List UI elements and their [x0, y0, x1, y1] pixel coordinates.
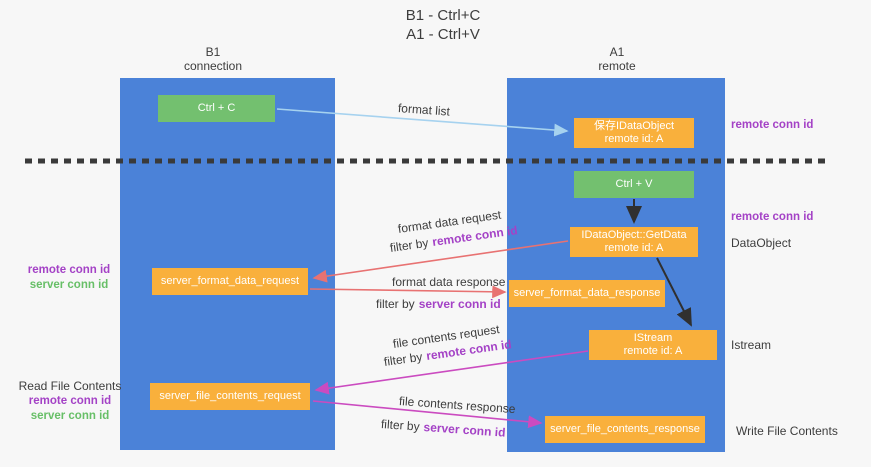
filter-by-text: filter by	[376, 297, 415, 311]
title-line-2: A1 - Ctrl+V	[406, 26, 480, 43]
read-file-contents-annotation: Read File Contents	[18, 379, 122, 393]
node-istream-line1: IStream	[633, 332, 673, 344]
node-server-format-data-response: server_format_data_response	[509, 280, 665, 307]
node-format-request-label: server_format_data_request	[160, 275, 300, 287]
lane-a1-header: A1 remote	[557, 45, 677, 73]
node-ctrl-v: Ctrl + V	[574, 171, 694, 198]
lane-b1-role: connection	[183, 59, 243, 73]
lane-b1-name: B1	[205, 45, 221, 59]
filter-by-text: filter by	[389, 235, 430, 255]
diagram-title: B1 - Ctrl+C A1 - Ctrl+V	[343, 6, 543, 44]
node-ctrl-c: Ctrl + C	[158, 95, 275, 122]
node-save-idataobject: 保存IDataObject remote id: A	[574, 118, 694, 148]
file-contents-response-label: file contents response	[398, 394, 516, 417]
node-getdata-line2: remote id: A	[604, 242, 664, 254]
node-save-idataobject-line1: 保存IDataObject	[593, 120, 675, 132]
lane-a1-name: A1	[609, 45, 625, 59]
lane-b1-header: B1 connection	[153, 45, 273, 73]
server-conn-id-annotation-left-1: server conn id	[29, 279, 109, 291]
title-line-1: B1 - Ctrl+C	[405, 7, 481, 24]
remote-conn-id-annotation-right-2: remote conn id	[731, 211, 814, 223]
node-server-format-data-request: server_format_data_request	[152, 268, 308, 295]
server-conn-id-text: server conn id	[418, 297, 501, 311]
node-file-request-label: server_file_contents_request	[159, 390, 301, 402]
dataobject-annotation: DataObject	[731, 236, 792, 250]
server-conn-id-text: server conn id	[423, 419, 506, 440]
read-file-contents-annotation-group: Read File Contents remote conn id server…	[14, 379, 126, 424]
node-ctrl-v-label: Ctrl + V	[615, 178, 653, 190]
node-server-file-contents-request: server_file_contents_request	[150, 383, 310, 410]
filter-by-text: filter by	[383, 349, 424, 369]
node-idataobject-getdata: IDataObject::GetData remote id: A	[570, 227, 698, 257]
node-file-response-label: server_file_contents_response	[550, 423, 700, 435]
write-file-contents-annotation: Write File Contents	[736, 424, 838, 438]
format-list-label: format list	[397, 101, 451, 119]
remote-conn-id-annotation-left-1: remote conn id	[27, 264, 111, 276]
filter-by-text: filter by	[380, 417, 421, 434]
node-istream-line2: remote id: A	[623, 345, 683, 357]
node-getdata-line1: IDataObject::GetData	[581, 229, 687, 241]
remote-conn-id-annotation-left-2: remote conn id	[28, 395, 112, 407]
remote-conn-id-annotation-right-1: remote conn id	[731, 119, 814, 131]
conn-id-annotation-left-mid: remote conn id server conn id	[18, 263, 120, 293]
istream-annotation: Istream	[731, 338, 772, 352]
node-istream: IStream remote id: A	[589, 330, 717, 360]
node-server-file-contents-response: server_file_contents_response	[545, 416, 705, 443]
format-data-response-label: format data response	[392, 275, 506, 289]
lane-a1-role: remote	[598, 59, 636, 73]
server-conn-id-annotation-left-2: server conn id	[30, 410, 110, 422]
node-format-response-label: server_format_data_response	[513, 287, 661, 299]
node-ctrl-c-label: Ctrl + C	[197, 102, 236, 114]
node-save-idataobject-line2: remote id: A	[604, 133, 664, 145]
format-data-response-arrow	[309, 285, 507, 299]
